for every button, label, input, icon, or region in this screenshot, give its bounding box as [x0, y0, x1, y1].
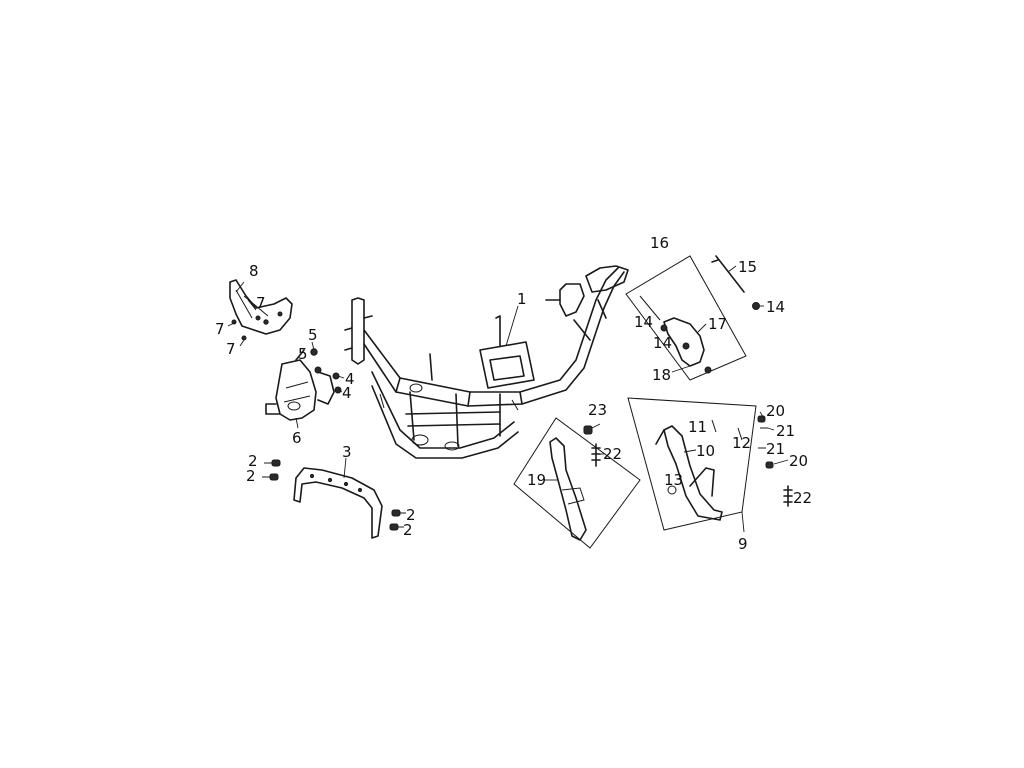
callout-7: 7 [226, 340, 236, 358]
callout-13: 13 [664, 471, 683, 489]
callout-14: 14 [634, 313, 653, 331]
top-left-bracket [229, 279, 293, 341]
callout-21: 21 [766, 440, 785, 458]
callout-23: 23 [588, 401, 607, 419]
bracket-6 [265, 348, 342, 421]
callout-9: 9 [738, 535, 748, 553]
callout-22: 22 [793, 489, 812, 507]
callout-14: 14 [653, 334, 672, 352]
callout-6: 6 [292, 429, 302, 447]
main-frame [344, 265, 629, 459]
callout-5: 5 [308, 326, 318, 344]
callout-4: 4 [342, 384, 352, 402]
callout-7: 7 [215, 320, 225, 338]
callout-18: 18 [652, 366, 671, 384]
rear-bracket-group [625, 255, 760, 381]
callout-2: 2 [248, 452, 258, 470]
guard-bar-3 [262, 459, 406, 539]
callout-15: 15 [738, 258, 757, 276]
callout-12: 12 [732, 434, 751, 452]
callout-20: 20 [789, 452, 808, 470]
callout-10: 10 [696, 442, 715, 460]
callout-2: 2 [406, 506, 416, 524]
callout-17: 17 [708, 315, 727, 333]
callout-7: 7 [256, 294, 266, 312]
callout-16: 16 [650, 234, 669, 252]
callout-3: 3 [342, 443, 352, 461]
callout-4: 4 [345, 370, 355, 388]
callout-numbers: 1 2 2 2 2 3 4 4 5 5 6 7 7 7 8 9 10 11 12… [215, 234, 812, 553]
callout-20: 20 [766, 402, 785, 420]
callout-21: 21 [776, 422, 795, 440]
callout-22: 22 [603, 445, 622, 463]
leader-lines [227, 265, 792, 533]
callout-2: 2 [403, 521, 413, 539]
callout-14: 14 [766, 298, 785, 316]
callout-2: 2 [246, 467, 256, 485]
callout-5: 5 [298, 345, 308, 363]
side-stand-group [513, 417, 641, 549]
callout-19: 19 [527, 471, 546, 489]
callout-8: 8 [249, 262, 259, 280]
center-stand-group [627, 397, 793, 531]
callout-11: 11 [688, 418, 707, 436]
callout-1: 1 [517, 290, 527, 308]
